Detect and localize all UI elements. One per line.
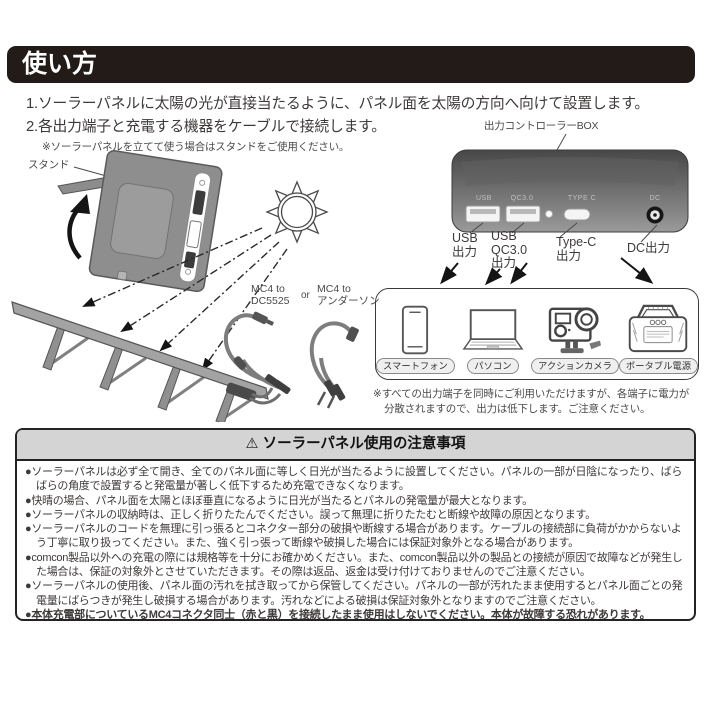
laptop-icon — [462, 309, 524, 350]
callout-leader-lines — [469, 222, 658, 243]
warning-item: ●ソーラーパネルのコードを無理に引っ張るとコネクター部分の破損や断線する場合があ… — [25, 523, 682, 550]
solar-panel-stand-illustration — [57, 150, 223, 293]
box-port-label-usb: USB — [476, 195, 492, 202]
diagram-canvas: USB QC3.0 TYPE C DC — [11, 133, 689, 422]
warning-title: ⚠ ソーラーパネル使用の注意事項 — [17, 430, 694, 461]
action-camera-icon — [548, 307, 601, 354]
solar-panel-array-illustration — [11, 301, 282, 422]
callout-dc-output: DC出力 — [627, 241, 671, 255]
stand-rotate-arrow — [67, 205, 82, 260]
box-port-label-dc: DC — [649, 195, 660, 202]
sun-icon — [265, 180, 329, 244]
box-port-label-typec: TYPE C — [568, 195, 596, 202]
warning-item: ●ソーラーパネルは必ず全て開き、全てのパネル面に等しく日光が当たるように設置して… — [25, 466, 683, 493]
device-label: アクションカメラ — [530, 358, 619, 374]
device-action-camera: アクションカメラ — [530, 289, 619, 379]
usb-port — [465, 205, 501, 223]
warning-box: ⚠ ソーラーパネル使用の注意事項 ●ソーラーパネルは必ず全て開き、全てのパネル面… — [15, 428, 696, 621]
usb-qc30-port — [505, 205, 541, 223]
output-to-device-arrows — [440, 257, 654, 286]
warning-item: ●ソーラーパネルの使用後、パネル面の汚れを拭き取ってから保管してください。パネル… — [25, 580, 683, 607]
device-label: スマートフォン — [376, 358, 455, 374]
stand-label: スタンド — [28, 159, 70, 171]
dc-port — [646, 206, 664, 224]
warning-item: ●ソーラーパネルの収納時は、正しく折りたたんでください。誤って無理に折りたたむと… — [25, 508, 596, 521]
device-portable-power: ポータブル電源 — [618, 289, 698, 379]
controller-box-illustration: USB QC3.0 TYPE C DC — [451, 133, 689, 243]
warning-item-bold: ●本体充電部についているMC4コネクタ同士（赤と黒）を接続したまま使用はしないで… — [25, 608, 651, 621]
device-smartphone: スマートフォン — [376, 289, 455, 379]
device-label: パソコン — [467, 358, 519, 374]
smartphone-icon — [402, 305, 429, 355]
box-port-label-qc30: QC3.0 — [511, 195, 534, 202]
device-laptop: パソコン — [455, 289, 531, 379]
sunlight-arrows — [82, 227, 288, 371]
cable2-label: MC4 to アンダーソン — [317, 283, 380, 307]
step-2: 2.各出力端子と充電する機器をケーブルで接続します。 — [26, 119, 386, 135]
power-split-note-line2: 分散されますので、出力は低下します。ご注意ください。 — [384, 403, 651, 415]
or-label: or — [301, 290, 310, 301]
cable-mc4-dc5525-illustration — [223, 311, 291, 395]
led-indicator — [545, 210, 553, 218]
device-label: ポータブル電源 — [618, 358, 698, 374]
page-title: 使い方 — [7, 46, 695, 83]
warning-list: ●ソーラーパネルは必ず全て開き、全てのパネル面に等しく日光が当たるように設置して… — [17, 461, 694, 625]
portable-power-icon — [629, 304, 688, 353]
cable1-label: MC4 to DC5525 — [251, 283, 290, 307]
controller-box-label: 出力コントローラーBOX — [484, 120, 599, 132]
stand-usage-note: ※ソーラーパネルを立てて使う場合はスタンドをご使用ください。 — [42, 141, 350, 153]
device-examples-box: スマートフォン パソコン — [375, 288, 699, 380]
controller-box-leader-line — [556, 133, 567, 151]
cable-mc4-anderson-illustration — [309, 321, 359, 409]
step-1: 1.ソーラーパネルに太陽の光が直接当たるように、パネル面を太陽の方向へ向けて設置… — [26, 96, 649, 112]
power-split-note-line1: ※すべての出力端子を同時にご利用いただけますが、各端子に電力が — [373, 388, 690, 400]
warning-item: ●快晴の場合、パネル面を太陽とほぼ垂直になるように日光が当たるとパネルの発電量が… — [25, 494, 533, 507]
warning-item: ●comcon製品以外への充電の際には規格等を十分にお確かめください。また、co… — [25, 551, 683, 579]
type-c-port — [563, 208, 591, 221]
